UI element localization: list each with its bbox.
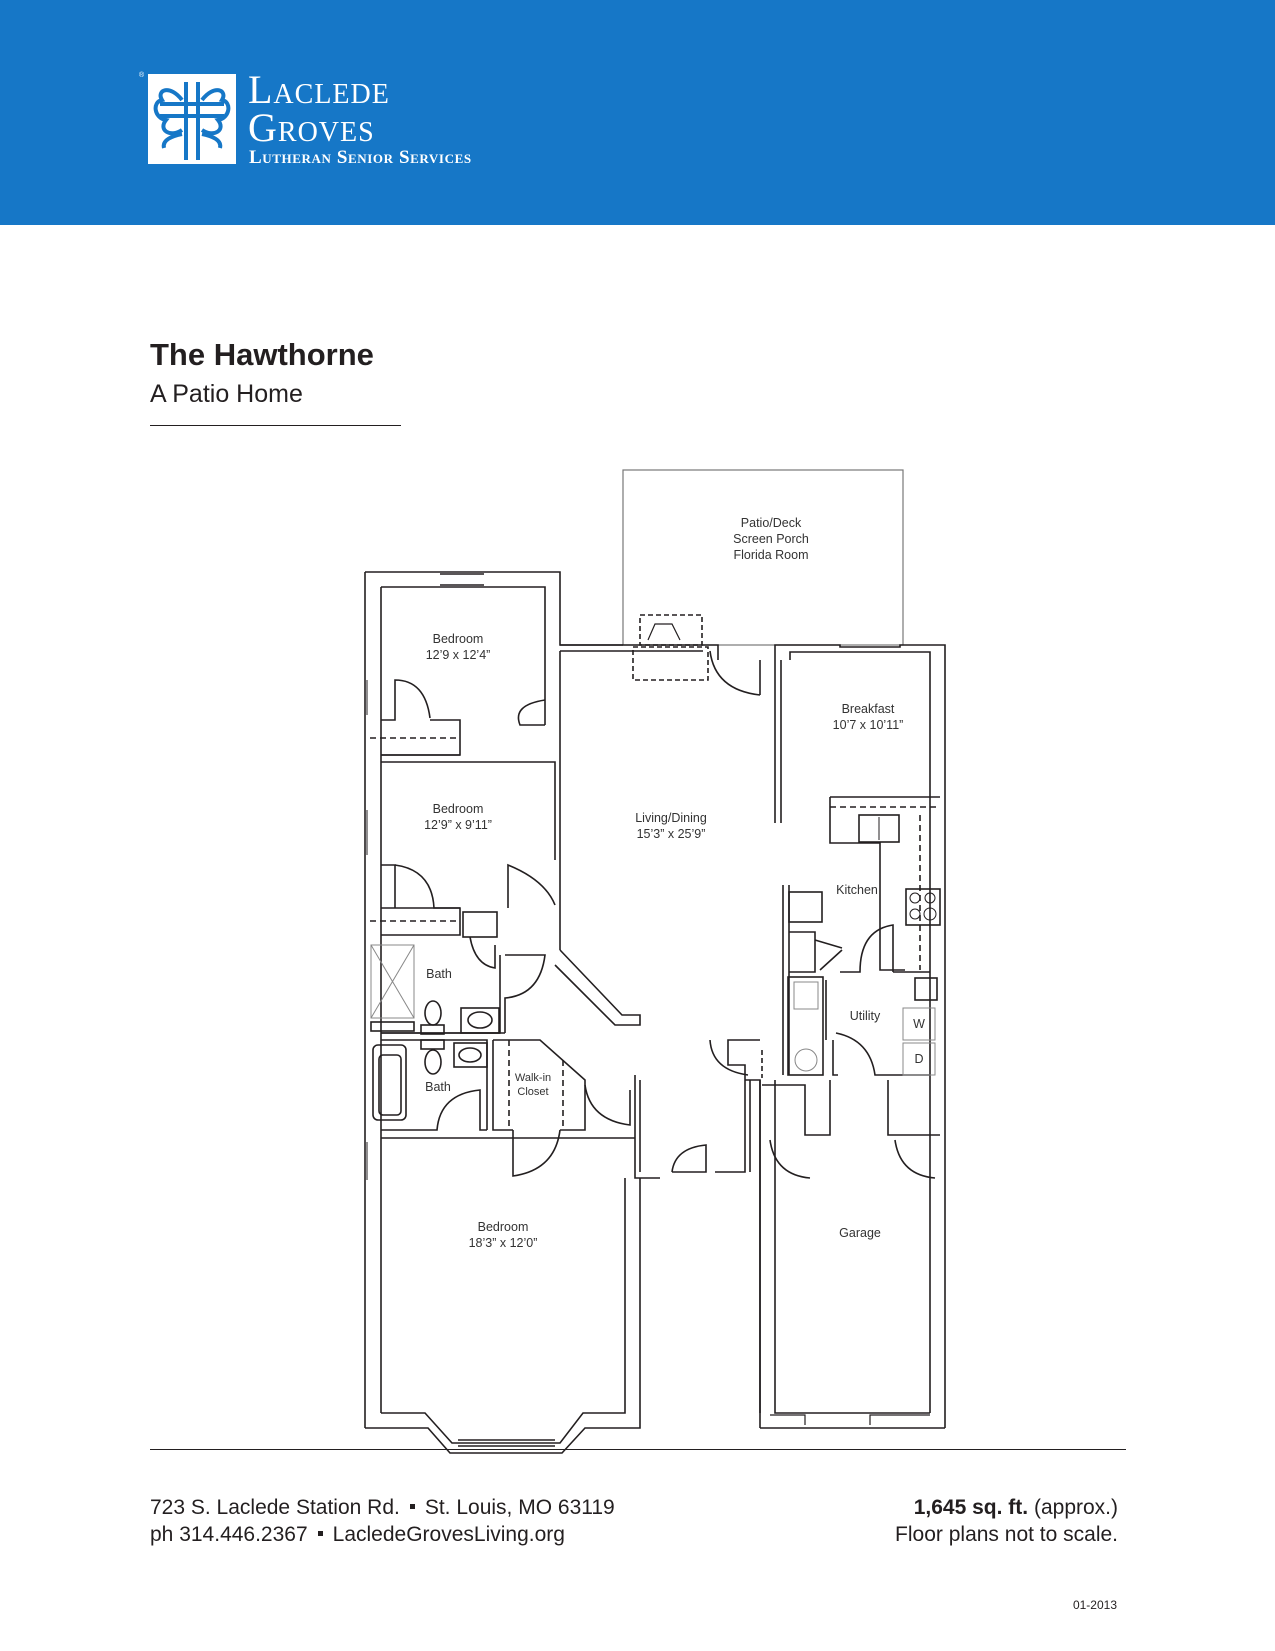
brand-name-line2: Groves — [248, 105, 375, 150]
address-street: 723 S. Laclede Station Rd. — [150, 1496, 400, 1519]
room-label-walk-in-closet: Walk-in Closet — [514, 1072, 552, 1098]
contact-info: 723 S. Laclede Station Rd. St. Louis, MO … — [150, 1494, 615, 1548]
website-link[interactable]: LacledeGrovesLiving.org — [332, 1523, 565, 1546]
sqft-note: (approx.) — [1033, 1496, 1118, 1519]
room-label-bedroom-2: Bedroom 12’9” x 9’11” — [424, 802, 492, 832]
room-label-bath-2: Bath — [425, 1080, 451, 1094]
brand-header: ® Laclede Groves Lutheran Senior Service… — [0, 0, 1275, 225]
room-label-patio: Patio/Deck Screen Porch Florida Room — [733, 516, 809, 562]
date-code: 01-2013 — [1072, 1598, 1117, 1612]
square-footage-info: 1,645 sq. ft. (approx.) Floor plans not … — [895, 1494, 1118, 1548]
brand-name-line1: Laclede — [248, 67, 390, 112]
phone-number: ph 314.446.2367 — [150, 1523, 308, 1546]
washer-label: W — [913, 1017, 925, 1031]
scale-disclaimer: Floor plans not to scale. — [895, 1523, 1118, 1546]
page-title: The Hawthorne — [150, 337, 374, 372]
room-label-bedroom-1: Bedroom 12’9 x 12’4” — [425, 632, 491, 662]
phone-web-line: ph 314.446.2367 LacledeGrovesLiving.org — [150, 1521, 615, 1548]
registered-mark: ® — [139, 72, 145, 79]
room-label-bath-1: Bath — [426, 967, 452, 981]
room-label-breakfast: Breakfast 10’7 x 10’11” — [832, 702, 904, 732]
bullet-separator — [409, 1503, 415, 1509]
room-label-kitchen: Kitchen — [836, 883, 878, 897]
room-label-living-dining: Living/Dining 15’3” x 25’9” — [635, 811, 707, 841]
room-label-bedroom-3: Bedroom 18’3” x 12’0” — [468, 1220, 538, 1250]
room-label-utility: Utility — [849, 1009, 881, 1023]
dryer-label: D — [914, 1052, 924, 1066]
sqft-value: 1,645 sq. ft. — [913, 1496, 1029, 1519]
bullet-separator — [317, 1530, 323, 1536]
brand-tagline: Lutheran Senior Services — [249, 147, 472, 168]
address-city: St. Louis, MO 63119 — [424, 1496, 615, 1519]
title-divider — [150, 425, 401, 426]
page-subtitle: A Patio Home — [150, 380, 303, 408]
address-line: 723 S. Laclede Station Rd. St. Louis, MO … — [150, 1494, 615, 1521]
logo-cross-clover-icon — [148, 74, 236, 164]
room-label-garage: Garage — [839, 1226, 881, 1240]
footer-divider — [150, 1449, 1126, 1450]
